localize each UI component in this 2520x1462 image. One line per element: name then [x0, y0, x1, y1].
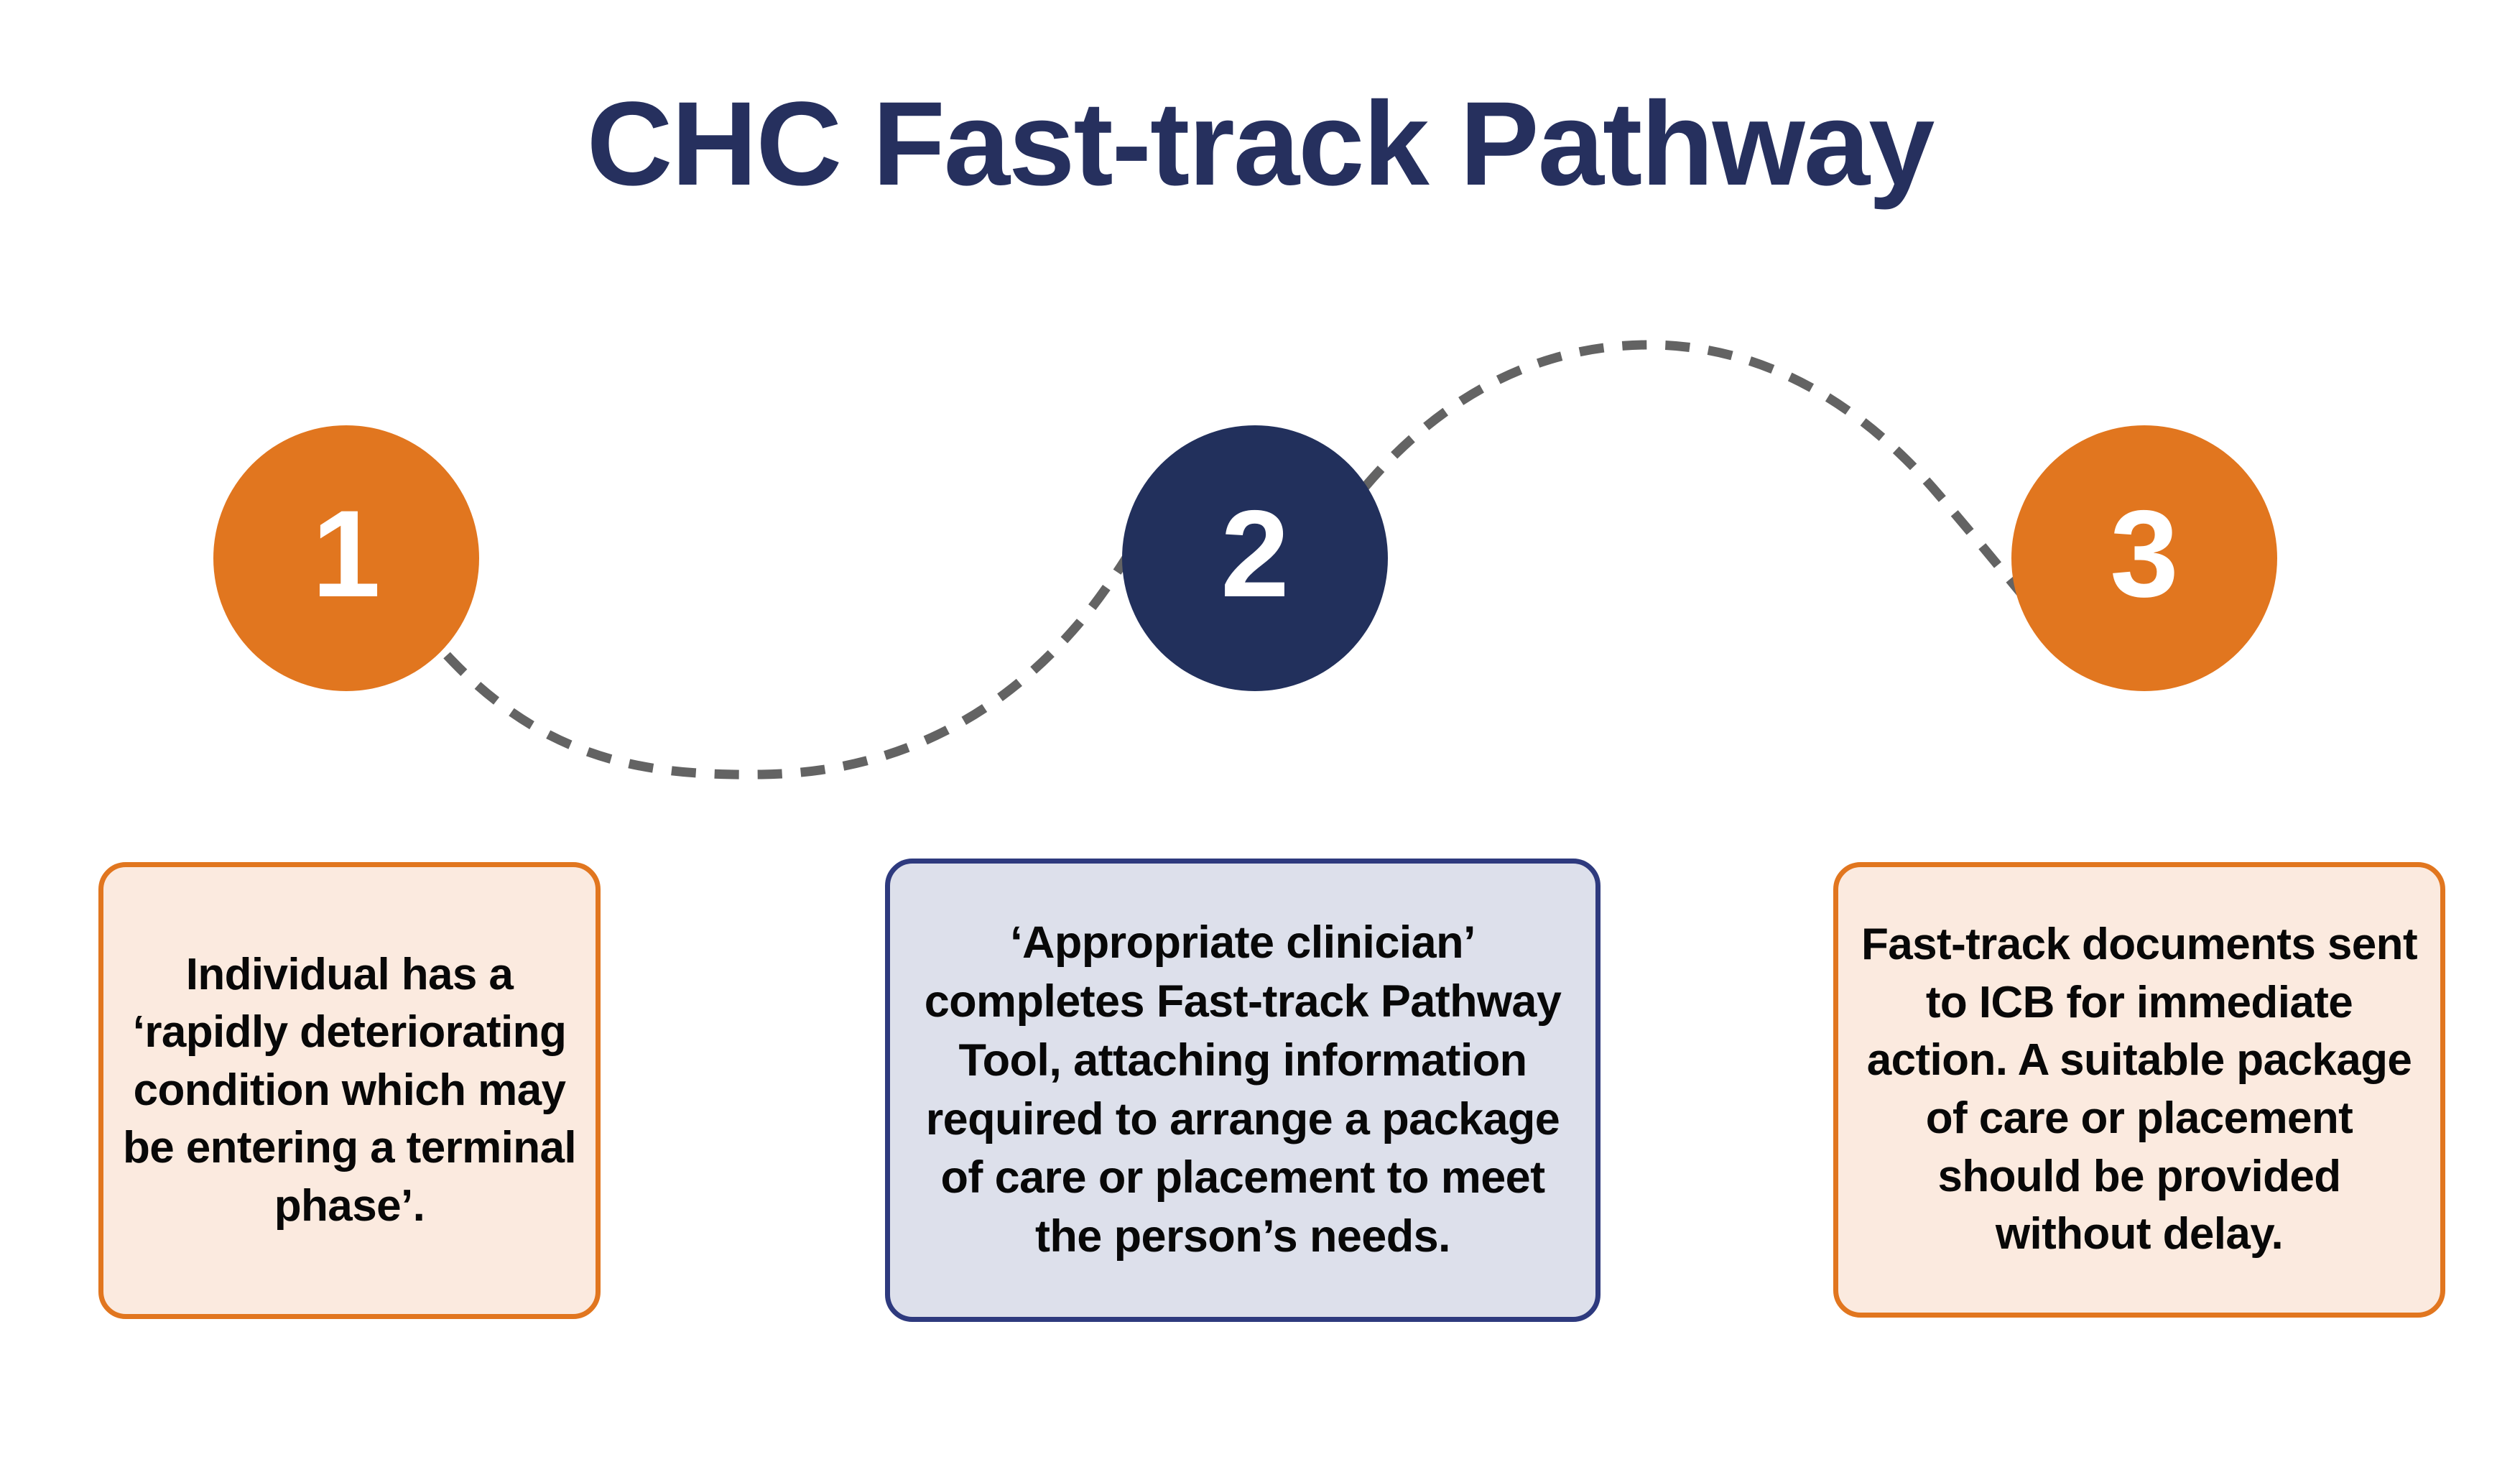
step-number-3: 3	[2110, 485, 2179, 623]
connector-path-2-to-3	[1361, 340, 2044, 620]
step-circle-3[interactable]: 3	[2011, 425, 2277, 691]
step-box-3[interactable]: Fast-track documents sent to ICB for imm…	[1833, 862, 2445, 1318]
step-text-2: ‘Appropriate clinician’ completes Fast-t…	[924, 917, 1562, 1262]
step-circle-1[interactable]: 1	[213, 425, 479, 691]
connector-path-1-to-2	[443, 471, 1182, 779]
step-box-2[interactable]: ‘Appropriate clinician’ completes Fast-t…	[885, 859, 1601, 1322]
page-title: CHC Fast-track Pathway	[586, 78, 1935, 210]
step-text-3: Fast-track documents sent to ICB for imm…	[1861, 920, 2418, 1259]
step-text-1: Individual has a ‘rapidly deteriorating …	[122, 949, 577, 1231]
step-number-2: 2	[1220, 485, 1289, 623]
step-number-1: 1	[312, 485, 381, 623]
step-box-1[interactable]: Individual has a ‘rapidly deteriorating …	[98, 862, 601, 1319]
step-circle-2[interactable]: 2	[1122, 425, 1388, 691]
